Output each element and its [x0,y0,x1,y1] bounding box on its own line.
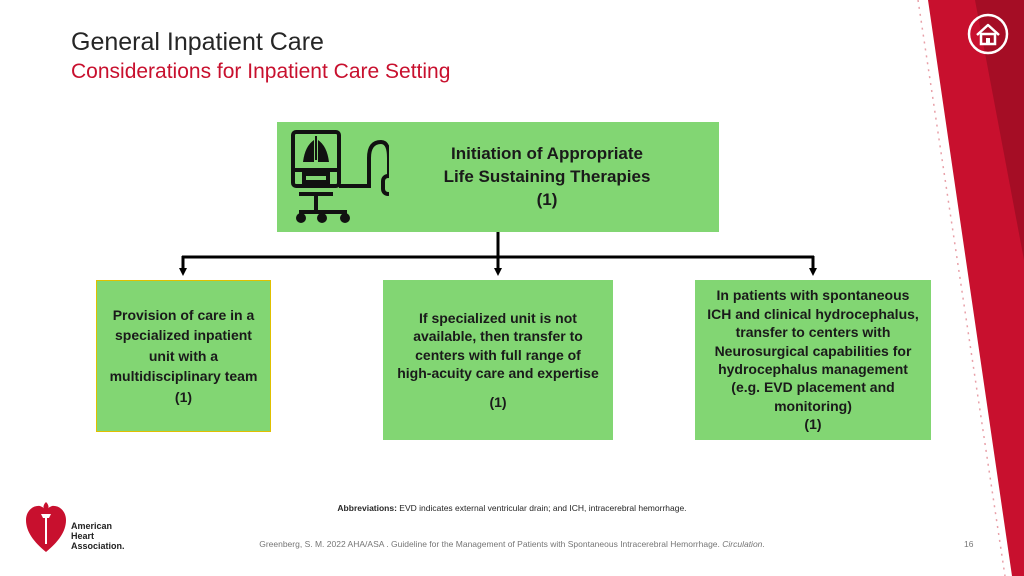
right-line-6: (e.g. EVD placement and [731,379,895,396]
left-line-1: Provision of care in a [112,306,255,323]
page-subtitle: Considerations for Inpatient Care Settin… [71,60,451,83]
right-box: In patients with spontaneous ICH and cli… [695,280,931,440]
page-number: 16 [964,539,974,549]
logo-line-3: Association. [71,541,125,551]
top-line-2: Life Sustaining Therapies [443,167,651,186]
right-line-8: (1) [804,416,822,433]
left-box: Provision of care in a specialized inpat… [96,280,271,432]
top-box: Initiation of Appropriate Life Sustainin… [277,122,719,232]
logo-line-1: American [71,521,113,531]
right-line-2: ICH and clinical hydrocephalus, [707,305,919,322]
middle-line-2: available, then transfer to [413,328,583,345]
page-title: General Inpatient Care [71,28,324,56]
left-line-5: (1) [174,388,193,405]
left-line-3: unit with a [148,347,219,364]
right-line-4: Neurosurgical capabilities for [714,342,912,359]
top-ref: (1) [536,190,558,209]
citation-end: . [762,539,765,549]
citation-journal: Circulation [722,539,763,549]
aha-heart-torch-logo [26,502,66,552]
citation: Greenberg, S. M. 2022 AHA/ASA . Guidelin… [0,539,1024,549]
right-line-3: transfer to centers with [735,324,891,341]
abbreviations-label: Abbreviations: [337,503,397,513]
middle-line-3: centers with full range of [415,346,581,363]
right-line-5: hydrocephalus management [718,361,908,377]
citation-main: Greenberg, S. M. 2022 AHA/ASA . Guidelin… [259,539,723,549]
right-line-1: In patients with spontaneous [716,287,910,304]
ventilator-icon [291,130,389,223]
left-line-2: specialized inpatient [115,327,252,344]
top-box-text: Initiation of Appropriate Life Sustainin… [429,142,665,211]
middle-ref: (1) [489,393,507,410]
abbreviations-note: Abbreviations: EVD indicates external ve… [0,503,1024,513]
right-line-7: monitoring) [774,397,852,414]
middle-line-4: high-acuity care and expertise [397,365,599,382]
middle-box: If specialized unit is not available, th… [383,280,613,440]
aha-logo-text: American Heart Association. [71,521,125,551]
left-line-4: multidisciplinary team [109,368,258,385]
home-icon[interactable] [966,12,1010,56]
logo-line-2: Heart [71,531,95,541]
middle-line-1: If specialized unit is not [419,309,577,326]
abbreviations-text: EVD indicates external ventricular drain… [396,503,687,513]
top-line-1: Initiation of Appropriate [450,144,644,163]
